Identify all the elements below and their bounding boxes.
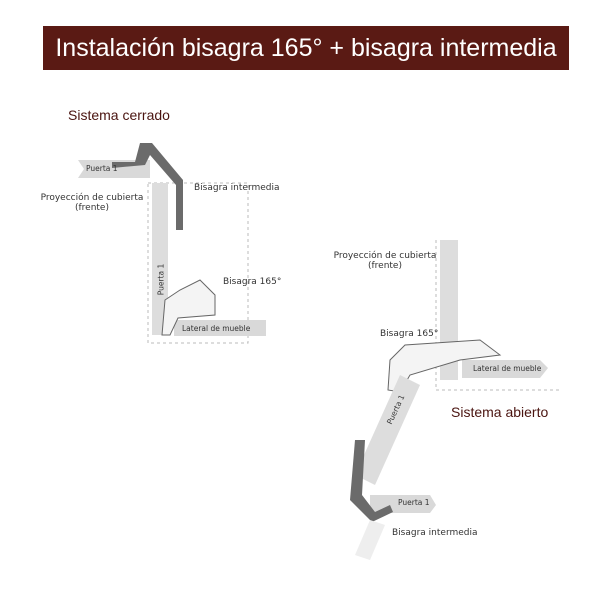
open-heading: Sistema abierto	[451, 404, 549, 420]
closed-system-drawing	[78, 143, 266, 344]
projection-outline	[147, 182, 249, 344]
open-intermediate-label: Bisagra intermedia	[392, 528, 478, 538]
door-bottom-label: Puerta 1	[398, 498, 430, 507]
open-hinge165-label: Bisagra 165°	[380, 329, 439, 339]
title-banner: Instalación bisagra 165° + bisagra inter…	[43, 26, 569, 70]
open-system-drawing	[350, 240, 560, 560]
hinge165-label: Bisagra 165°	[223, 277, 282, 287]
projection-text-2: (frente)	[74, 203, 109, 213]
side-panel-open	[462, 360, 548, 378]
door-side-label: Puerta 1	[156, 263, 166, 296]
door-angled	[355, 375, 420, 485]
door-side-panel	[152, 183, 168, 335]
projection-label: Proyección de cubierta(frente)	[36, 193, 148, 213]
intermediate-hinge-open	[350, 440, 393, 522]
projection-text-2: (frente)	[367, 261, 402, 271]
open-side-label: Lateral de mueble	[473, 364, 542, 373]
hinge-165	[161, 279, 216, 336]
side-label: Lateral de mueble	[182, 324, 251, 333]
projection-text: Proyección de cubierta	[333, 251, 437, 261]
door-top-label: Puerta 1	[86, 164, 118, 173]
open-projection-label: Proyección de cubierta(frente)	[330, 251, 440, 271]
side-panel	[174, 320, 266, 336]
intermediate-label: Bisagra intermedia	[194, 183, 280, 193]
hinge-165-open	[387, 339, 502, 393]
closed-heading: Sistema cerrado	[68, 107, 170, 123]
intermediate-hinge	[112, 143, 183, 230]
projection-text: Proyección de cubierta	[40, 193, 144, 203]
